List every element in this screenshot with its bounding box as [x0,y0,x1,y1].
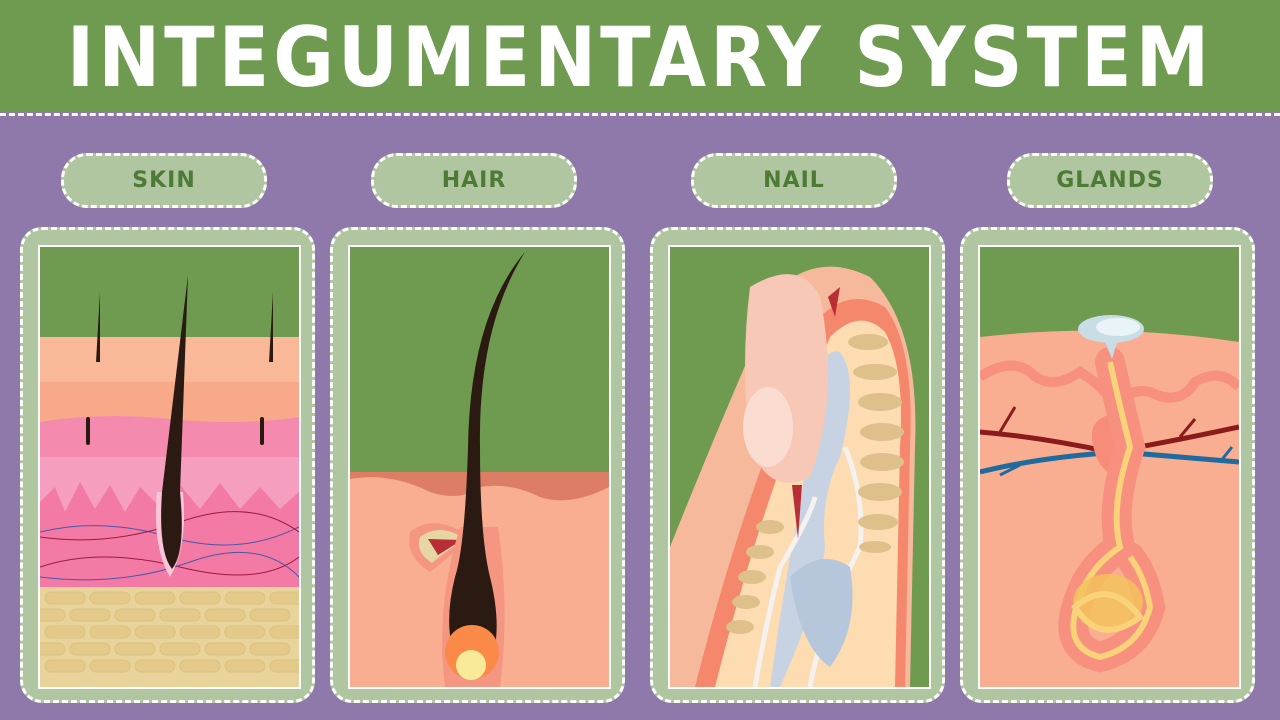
label-nail: NAIL [691,153,897,208]
skin-illustration [38,245,301,689]
skin-card [20,227,315,703]
page-title: INTEGUMENTARY SYSTEM [66,9,1214,107]
nail-card [650,227,945,703]
label-text: NAIL [763,168,825,193]
glands-illustration [978,245,1241,689]
hair-card [330,227,625,703]
label-text: GLANDS [1056,168,1164,193]
label-glands: GLANDS [1007,153,1213,208]
label-text: SKIN [132,168,196,193]
label-text: HAIR [441,168,507,193]
glands-card [960,227,1255,703]
hair-illustration [348,245,611,689]
label-hair: HAIR [371,153,577,208]
nail-illustration [668,245,931,689]
title-bar: INTEGUMENTARY SYSTEM [0,0,1280,116]
label-skin: SKIN [61,153,267,208]
